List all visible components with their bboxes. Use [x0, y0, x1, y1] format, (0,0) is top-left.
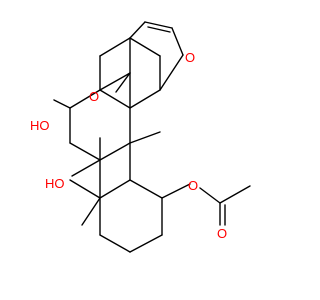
structure-canvas: O O HO HO O O — [30, 21, 251, 253]
bond — [99, 72, 131, 91]
bond — [129, 131, 161, 144]
bond — [144, 21, 173, 29]
ketone-oxygen-label: O — [89, 89, 99, 104]
bond — [99, 142, 131, 161]
bond — [81, 197, 101, 226]
bond — [219, 185, 251, 204]
hydroxyl-bottom-label: HO — [45, 176, 65, 191]
bond — [69, 179, 101, 199]
bond — [129, 89, 161, 109]
ester-oxygen-label: O — [188, 178, 198, 193]
bond-layer — [53, 21, 251, 253]
molecule-drawing: O O HO HO O O — [30, 21, 251, 253]
bond — [99, 89, 131, 109]
furan-oxygen-label: O — [185, 50, 195, 65]
bond — [171, 27, 184, 56]
bond — [69, 89, 101, 109]
bond — [99, 234, 131, 253]
bond — [147, 26, 171, 33]
bond — [99, 37, 131, 57]
bond — [129, 179, 163, 199]
hydroxyl-top-label: HO — [30, 118, 50, 133]
bond — [71, 159, 101, 177]
bond — [199, 187, 221, 204]
bond — [99, 179, 131, 199]
bond — [129, 234, 163, 253]
bond — [159, 54, 184, 91]
bond — [129, 37, 161, 57]
atom-labels: O O HO HO O O — [30, 50, 227, 241]
carbonyl-oxygen-label: O — [217, 226, 227, 241]
bond — [161, 183, 191, 199]
bond — [129, 21, 146, 39]
bond — [53, 99, 71, 109]
ketone-group — [115, 72, 131, 93]
bond — [69, 142, 101, 161]
bond — [115, 72, 131, 93]
